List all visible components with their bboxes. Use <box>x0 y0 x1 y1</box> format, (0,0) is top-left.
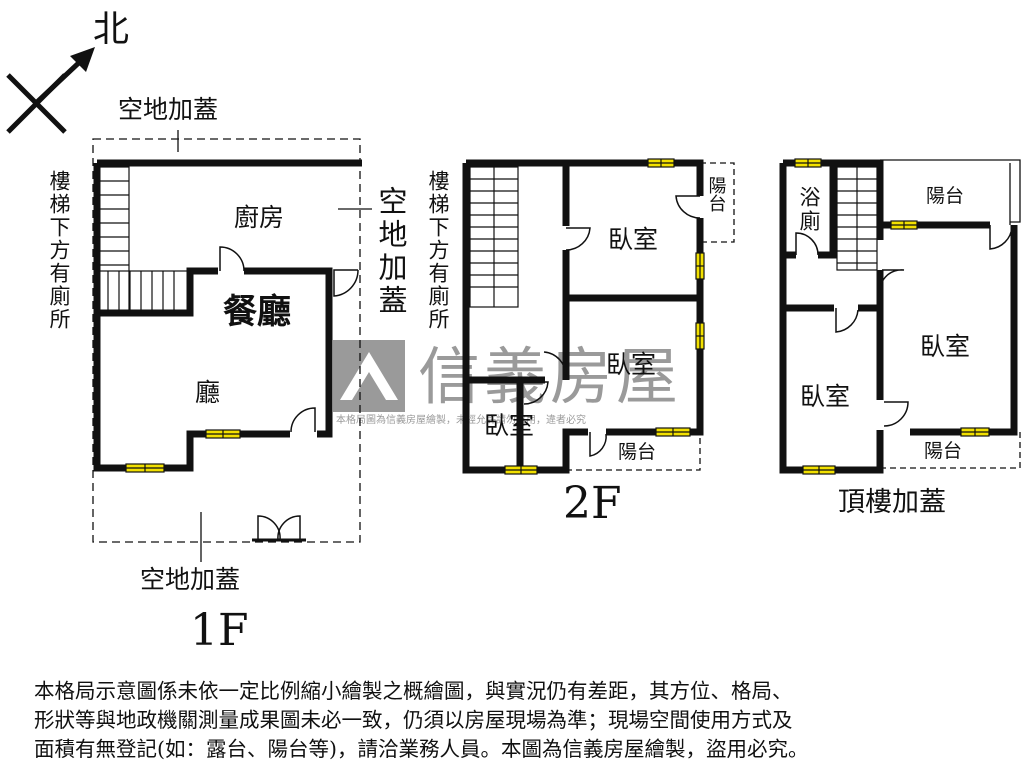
label-under-stairs-1f: 樓梯下方有廁所 <box>47 170 71 331</box>
door-bedroom-b <box>543 351 567 377</box>
label-bath-roof: 浴廁 <box>797 186 821 234</box>
doors-2f <box>523 195 701 457</box>
stairs-roof <box>836 166 878 271</box>
stairs-2f <box>469 166 519 308</box>
watermark-logo-box <box>333 340 405 412</box>
walls-1f <box>93 159 362 472</box>
floor-2f <box>462 158 735 475</box>
caption-roof: 頂樓加蓋 <box>838 487 946 518</box>
label-bedroom-b-2f: 臥室 <box>606 350 656 379</box>
floor-1f <box>92 130 372 562</box>
door-front-left <box>257 515 281 541</box>
north-arrow-shaft <box>34 55 87 105</box>
disclaimer-line-1: 本格局示意圖係未依一定比例縮小繪製之概繪圖，與實況仍有差距，其方位、格局、 <box>34 679 793 703</box>
windows-1f <box>125 429 241 473</box>
balcony-outline-top-2f <box>700 162 735 243</box>
balcony-outline-bottom-roof <box>880 430 1021 469</box>
windows-roof <box>794 158 990 475</box>
label-under-stairs-2f: 樓梯下方有廁所 <box>426 170 450 331</box>
label-balcony-bottom-roof: 陽台 <box>924 440 962 462</box>
disclaimer-line-2: 形狀等與地政機關測量成果圖未必一致，仍須以房屋現場為準；現場空間使用方式及 <box>34 708 793 732</box>
label-bedroom-right-roof: 臥室 <box>920 332 970 361</box>
disclaimer-line-3: 面積有無登記(如：露台、陽台等)，請洽業務人員。本圖為信義房屋繪製，盜用必究。 <box>34 737 809 761</box>
door-living <box>290 407 316 433</box>
label-bedroom-a-2f: 臥室 <box>608 225 658 254</box>
door-bedroom-right-roof <box>878 269 905 297</box>
watermark-notice: 本格局圖為信義房屋繪製，未經允許請勿盜用，違者必究 <box>336 413 586 426</box>
caption-1f: 1F <box>190 605 249 656</box>
door-bedroom-a <box>565 227 591 251</box>
label-bedroom-c-2f: 臥室 <box>484 411 534 440</box>
watermark-logo-mark <box>340 352 398 400</box>
label-bedroom-left-roof: 臥室 <box>800 382 850 411</box>
door-bath <box>795 232 819 256</box>
label-living: 廳 <box>195 378 220 407</box>
label-dining: 餐廳 <box>223 292 291 332</box>
stairs-1f <box>96 166 191 314</box>
label-balcony-top-2f: 陽台 <box>706 176 727 212</box>
caption-2f: 2F <box>563 478 622 529</box>
label-balcony-top-roof: 陽台 <box>926 185 964 207</box>
door-balcony-bottom-2f <box>589 432 607 457</box>
north-arrow-head <box>70 47 95 72</box>
door-right-side <box>333 269 359 297</box>
doors-1f <box>219 246 359 542</box>
door-balcony-bottom-roof <box>883 401 909 427</box>
door-balcony-top-roof <box>989 225 1013 250</box>
label-open-bottom-1f: 空地加蓋 <box>140 565 240 594</box>
door-balcony-top-2f <box>675 195 701 219</box>
walls-2f <box>462 159 704 474</box>
balcony-outline-bottom-2f <box>566 432 701 471</box>
door-dining <box>219 246 245 272</box>
door-bedroom-c <box>523 381 549 405</box>
compass: 北 <box>6 9 129 134</box>
balcony-outline-top-roof <box>880 159 1021 225</box>
label-open-top-1f: 空地加蓋 <box>118 95 218 124</box>
disclaimer: 本格局示意圖係未依一定比例縮小繪製之概繪圖，與實況仍有差距，其方位、格局、 形狀… <box>34 677 1004 764</box>
door-bedroom-left-roof <box>835 308 859 333</box>
floor-roof <box>779 158 1021 475</box>
label-kitchen: 廚房 <box>234 203 284 232</box>
north-label: 北 <box>93 9 129 50</box>
label-balcony-bottom-2f: 陽台 <box>618 441 656 463</box>
doors-roof <box>795 225 1013 427</box>
windows-2f <box>504 158 705 475</box>
door-front-right <box>277 515 301 541</box>
label-open-right-1f: 空地加蓋 <box>374 186 408 318</box>
open-area-outline-1f <box>92 138 361 543</box>
